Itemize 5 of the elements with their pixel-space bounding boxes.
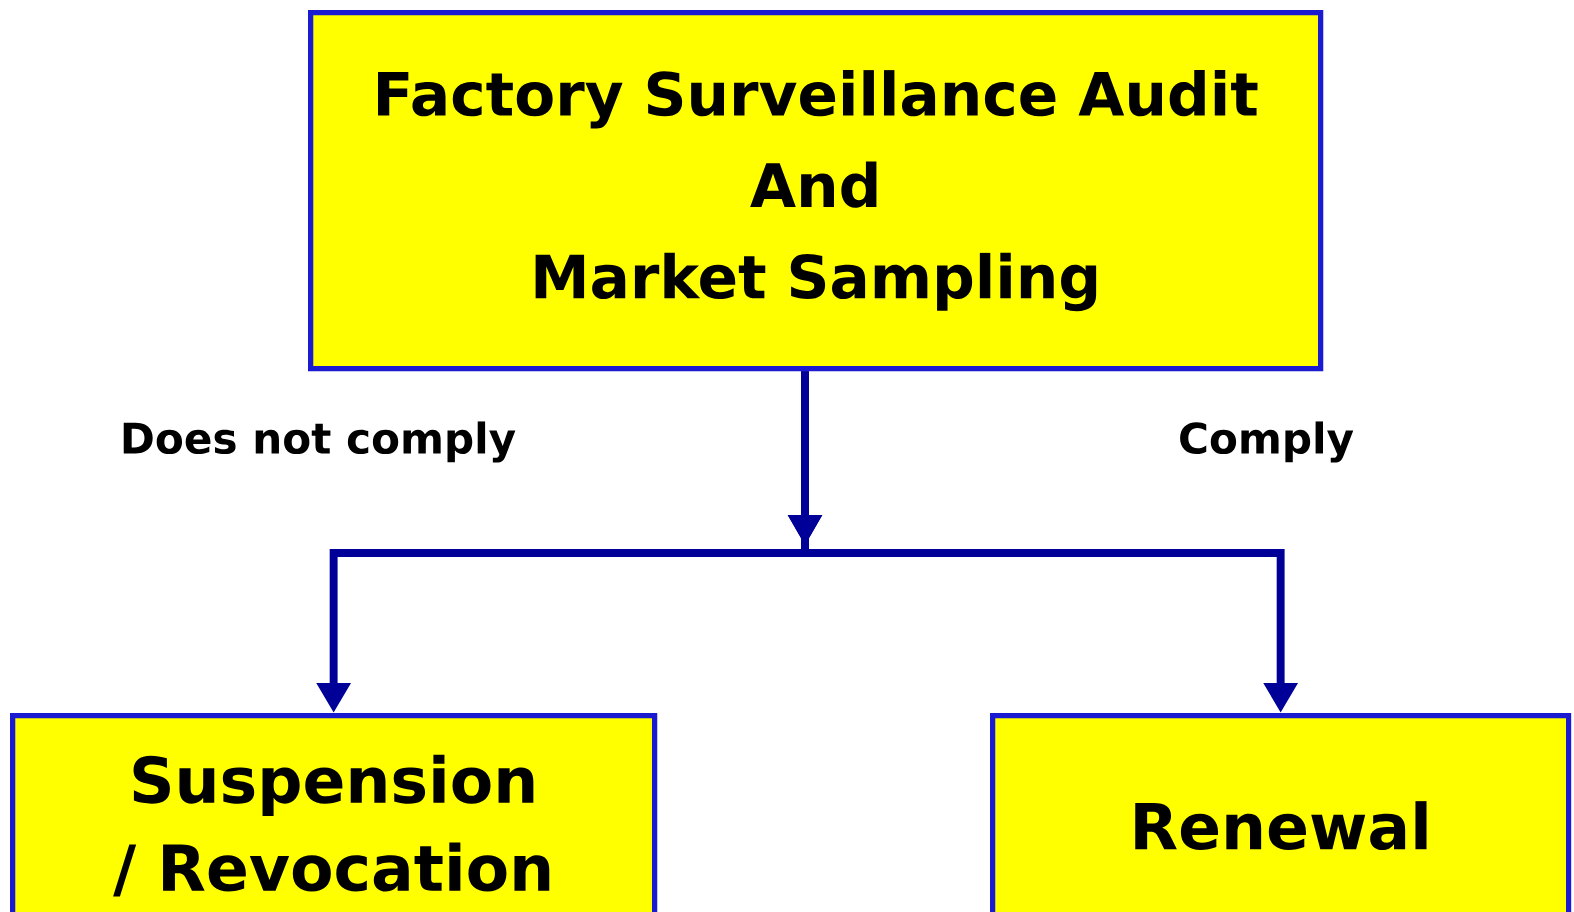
edge-label: Comply [1180, 421, 1354, 463]
edge-label: Does not comply [123, 421, 516, 463]
process-box: Renewal [990, 713, 1572, 912]
process-box: Suspension / Revocation [10, 713, 658, 912]
process-box: Factory Surveillance Audit And Market Sampling [308, 10, 1324, 372]
